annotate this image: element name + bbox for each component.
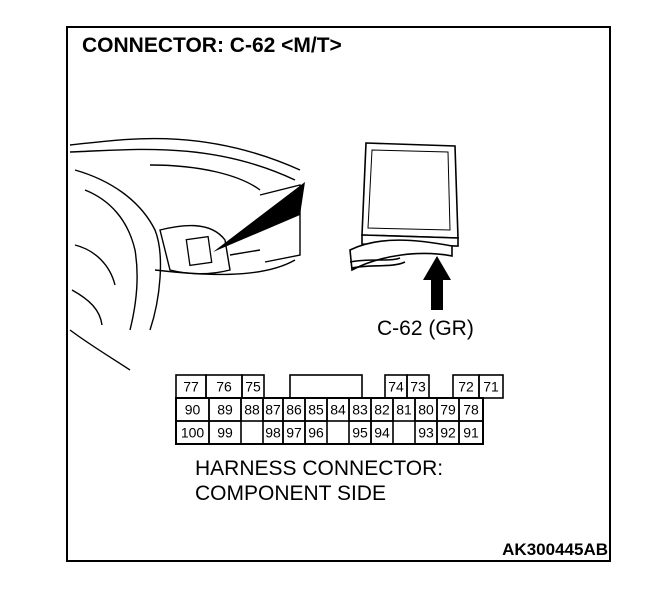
pin-number: 93 bbox=[418, 425, 434, 441]
pin-grid-outline bbox=[175, 397, 484, 445]
pin-grid bbox=[175, 374, 504, 445]
pin-number: 85 bbox=[308, 402, 324, 418]
connector-location-marker bbox=[185, 235, 213, 267]
pin-number: 81 bbox=[396, 402, 412, 418]
pin-number: 80 bbox=[418, 402, 434, 418]
pin-number: 98 bbox=[265, 425, 281, 441]
pin-number: 91 bbox=[463, 425, 479, 441]
pin-number: 76 bbox=[216, 379, 232, 395]
pin-number: 84 bbox=[330, 402, 346, 418]
pin-number: 90 bbox=[185, 402, 201, 418]
pin-number: 86 bbox=[286, 402, 302, 418]
pin-number: 97 bbox=[286, 425, 302, 441]
component-illustration bbox=[349, 142, 459, 272]
pin-number: 89 bbox=[217, 402, 233, 418]
pin-number: 99 bbox=[217, 425, 233, 441]
pin-number: 92 bbox=[440, 425, 456, 441]
pin-number: 71 bbox=[483, 379, 499, 395]
pin-number: 78 bbox=[463, 402, 479, 418]
pin-number: 75 bbox=[245, 379, 261, 395]
pin-number: 87 bbox=[265, 402, 281, 418]
pin-number: 79 bbox=[440, 402, 456, 418]
figure-code: AK300445AB bbox=[502, 540, 608, 559]
connector-keyway bbox=[289, 374, 363, 399]
pin-number: 88 bbox=[244, 402, 260, 418]
dashboard-illustration bbox=[69, 137, 301, 371]
diagram-frame bbox=[66, 26, 611, 562]
pin-cell bbox=[478, 374, 504, 399]
pin-number: 94 bbox=[374, 425, 390, 441]
pin-number: 74 bbox=[388, 379, 404, 395]
pin-number: 73 bbox=[410, 379, 426, 395]
pin-number: 82 bbox=[374, 402, 390, 418]
up-arrow-icon bbox=[423, 256, 451, 310]
pin-number: 77 bbox=[183, 379, 199, 395]
pin-number: 95 bbox=[352, 425, 368, 441]
leader-wedge bbox=[213, 182, 305, 252]
connector-label: C-62 (GR) bbox=[377, 317, 474, 340]
pin-number: 83 bbox=[352, 402, 368, 418]
caption-line-2: COMPONENT SIDE bbox=[195, 482, 386, 505]
caption-line-1: HARNESS CONNECTOR: bbox=[195, 457, 444, 480]
diagram-title: CONNECTOR: C-62 <M/T> bbox=[82, 34, 342, 57]
pin-number: 100 bbox=[181, 425, 205, 441]
pin-number: 72 bbox=[458, 379, 474, 395]
pin-number: 96 bbox=[308, 425, 324, 441]
